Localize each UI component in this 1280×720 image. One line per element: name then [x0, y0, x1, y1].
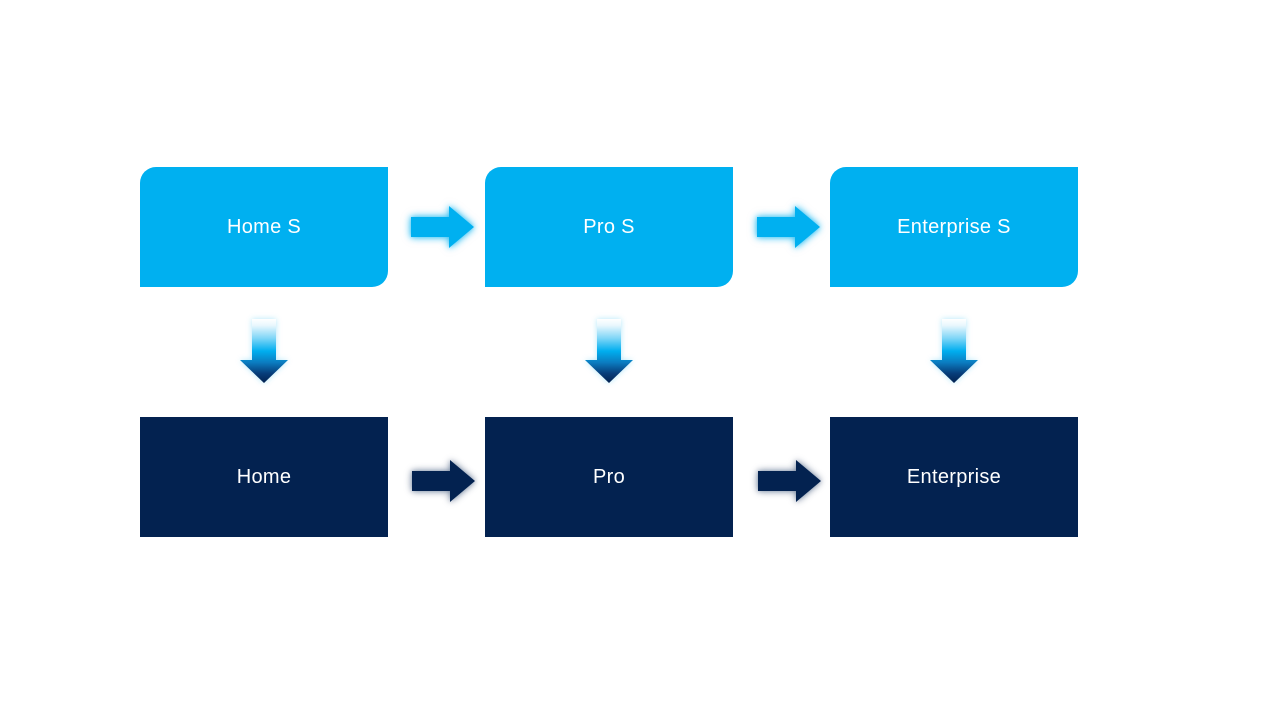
down-arrow-icon: [930, 319, 978, 383]
node-pro-s: Pro S: [485, 167, 733, 287]
node-enterprise-label: Enterprise: [906, 465, 1002, 488]
right-arrow-icon: [758, 460, 821, 502]
node-pro: Pro: [485, 417, 733, 537]
right-arrow-icon: [412, 460, 475, 502]
node-home: Home: [140, 417, 388, 537]
down-arrow-icon: [240, 319, 288, 383]
node-enterprise-s: Enterprise S: [830, 167, 1078, 287]
node-enterprise: Enterprise: [830, 417, 1078, 537]
node-home-label: Home: [236, 465, 292, 488]
node-pro-label: Pro: [592, 465, 626, 488]
node-enterprise-s-label: Enterprise S: [897, 215, 1011, 238]
down-arrow-icon: [585, 319, 633, 383]
right-arrow-icon: [757, 206, 820, 248]
right-arrow-icon: [411, 206, 474, 248]
node-pro-s-label: Pro S: [583, 215, 635, 238]
node-home-s: Home S: [140, 167, 388, 287]
node-home-s-label: Home S: [226, 215, 302, 238]
